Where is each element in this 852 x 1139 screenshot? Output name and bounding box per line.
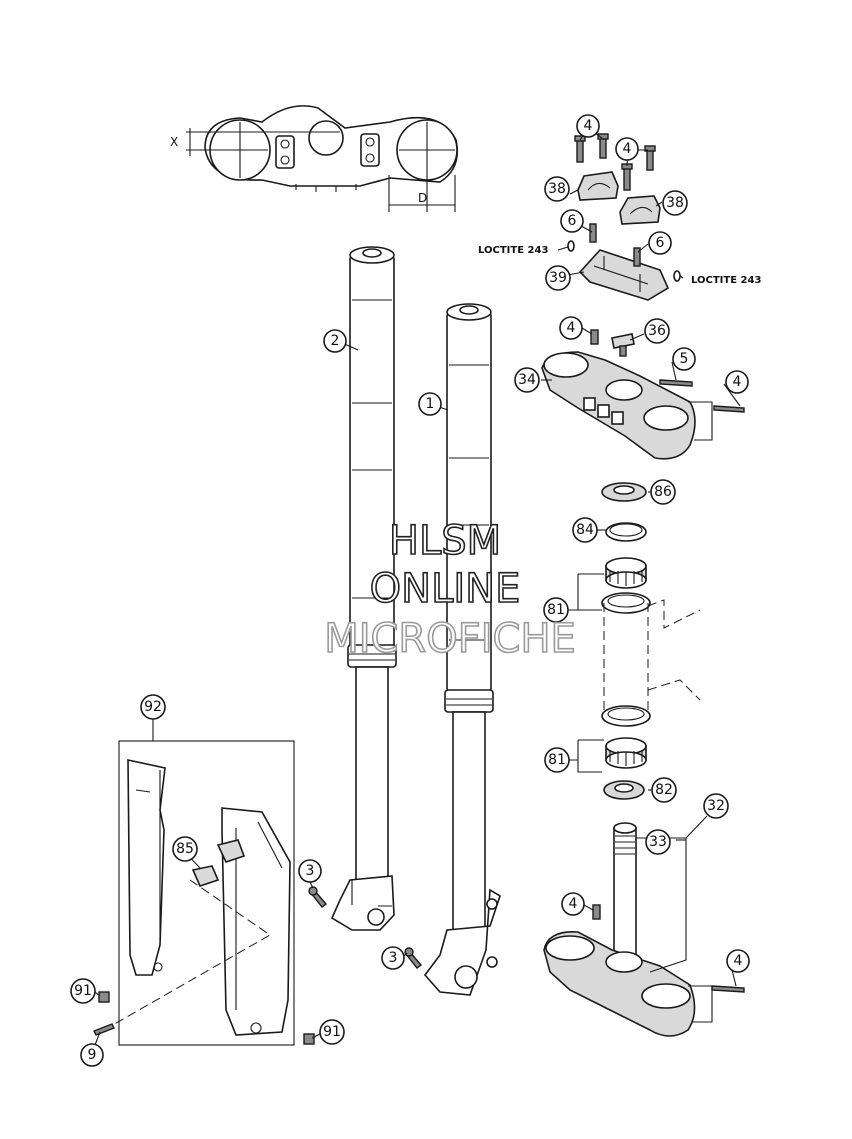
guard-screw-9	[93, 1023, 115, 1036]
callout-82: 82	[651, 777, 677, 803]
callout-39: 39	[545, 265, 571, 291]
callout-4c: 4	[559, 316, 583, 340]
callout-4a-label: 4	[584, 118, 593, 134]
callout-86: 86	[650, 479, 676, 505]
callout-86-label: 86	[654, 484, 672, 500]
callout-84: 84	[572, 517, 598, 543]
callout-81a-label: 81	[547, 602, 565, 618]
callout-4e: 4	[561, 892, 585, 916]
handlebar-clamp-base-39	[567, 223, 681, 301]
callout-91b-label: 91	[323, 1024, 341, 1040]
callout-81b: 81	[544, 747, 570, 773]
callout-6a-label: 6	[568, 213, 577, 229]
upper-triple-clamp	[541, 329, 745, 460]
fork-leg-2	[330, 246, 397, 931]
callout-34-label: 34	[518, 372, 536, 388]
callout-2: 2	[323, 329, 347, 353]
callout-4d-label: 4	[733, 374, 742, 390]
callout-36-label: 36	[648, 323, 666, 339]
guard-screw-91-left	[98, 991, 110, 1003]
callout-5: 5	[672, 347, 696, 371]
callout-38a: 38	[544, 176, 570, 202]
callout-3b-label: 3	[389, 950, 398, 966]
callout-92: 92	[140, 694, 166, 720]
callout-84-label: 84	[576, 522, 594, 538]
callout-81a: 81	[543, 597, 569, 623]
callout-91a: 91	[70, 978, 96, 1004]
callout-4a: 4	[576, 114, 600, 138]
callout-32: 32	[703, 793, 729, 819]
callout-85-label: 85	[176, 841, 194, 857]
loctite-note-right: LOCTITE 243	[691, 275, 761, 286]
frame-steering-head	[603, 599, 701, 718]
fork-leg-1	[423, 303, 501, 996]
loctite-note-left: LOCTITE 243	[478, 245, 548, 256]
callout-85: 85	[172, 836, 198, 862]
callout-33-label: 33	[649, 834, 667, 850]
triple-clamp-top-view	[186, 105, 459, 212]
callout-4e-label: 4	[569, 896, 578, 912]
callout-6b: 6	[648, 231, 672, 255]
callout-91b: 91	[319, 1019, 345, 1045]
axle-clamp-screw-a	[308, 886, 328, 908]
callout-5-label: 5	[680, 351, 689, 367]
callout-3a-label: 3	[306, 863, 315, 879]
callout-91a-label: 91	[74, 983, 92, 999]
callout-34: 34	[514, 367, 540, 393]
callout-1: 1	[418, 392, 442, 416]
callout-38b-label: 38	[666, 195, 684, 211]
callout-9: 9	[80, 1043, 104, 1067]
callout-4b-label: 4	[623, 141, 632, 157]
bearing-81-upper	[605, 557, 647, 589]
callout-82-label: 82	[655, 782, 673, 798]
bearing-race-81-lower	[601, 705, 651, 727]
handlebar-clamp-38-right	[619, 195, 661, 225]
callout-6a: 6	[560, 209, 584, 233]
callout-38b: 38	[662, 190, 688, 216]
lower-triple-clamp-stem	[543, 822, 745, 1037]
callout-38a-label: 38	[548, 181, 566, 197]
handlebar-clamp-38-left	[577, 171, 619, 201]
callout-3b: 3	[381, 946, 405, 970]
callout-4b: 4	[615, 137, 639, 161]
callout-92-label: 92	[144, 699, 162, 715]
axle-clamp-screw-b	[404, 947, 423, 969]
watermark: HLSM ONLINE MICROFICHE	[323, 517, 576, 663]
callout-2-label: 2	[331, 333, 340, 349]
callout-4f: 4	[726, 949, 750, 973]
guard-screw-91-right	[303, 1033, 315, 1045]
bearing-81-lower	[577, 737, 647, 773]
callout-4d: 4	[725, 370, 749, 394]
dimension-d-label: D	[418, 191, 427, 205]
callout-32-label: 32	[707, 798, 725, 814]
callout-9-label: 9	[88, 1047, 97, 1063]
callout-4c-label: 4	[567, 320, 576, 336]
callout-6b-label: 6	[656, 235, 665, 251]
callout-81b-label: 81	[548, 752, 566, 768]
callout-39-label: 39	[549, 270, 567, 286]
dust-seal-86	[601, 482, 647, 502]
fork-guard-set	[103, 740, 295, 1046]
seal-82	[603, 780, 645, 800]
watermark-line-2: ONLINE	[370, 566, 521, 612]
seal-ring-84	[605, 522, 647, 542]
dimension-x-label: X	[170, 135, 178, 149]
callout-3a: 3	[298, 859, 322, 883]
callout-4f-label: 4	[734, 953, 743, 969]
watermark-line-3: MICROFICHE	[324, 616, 576, 662]
callout-36: 36	[644, 318, 670, 344]
callout-1-label: 1	[426, 396, 435, 412]
watermark-line-1: HLSM	[389, 518, 501, 564]
callout-33: 33	[645, 829, 671, 855]
